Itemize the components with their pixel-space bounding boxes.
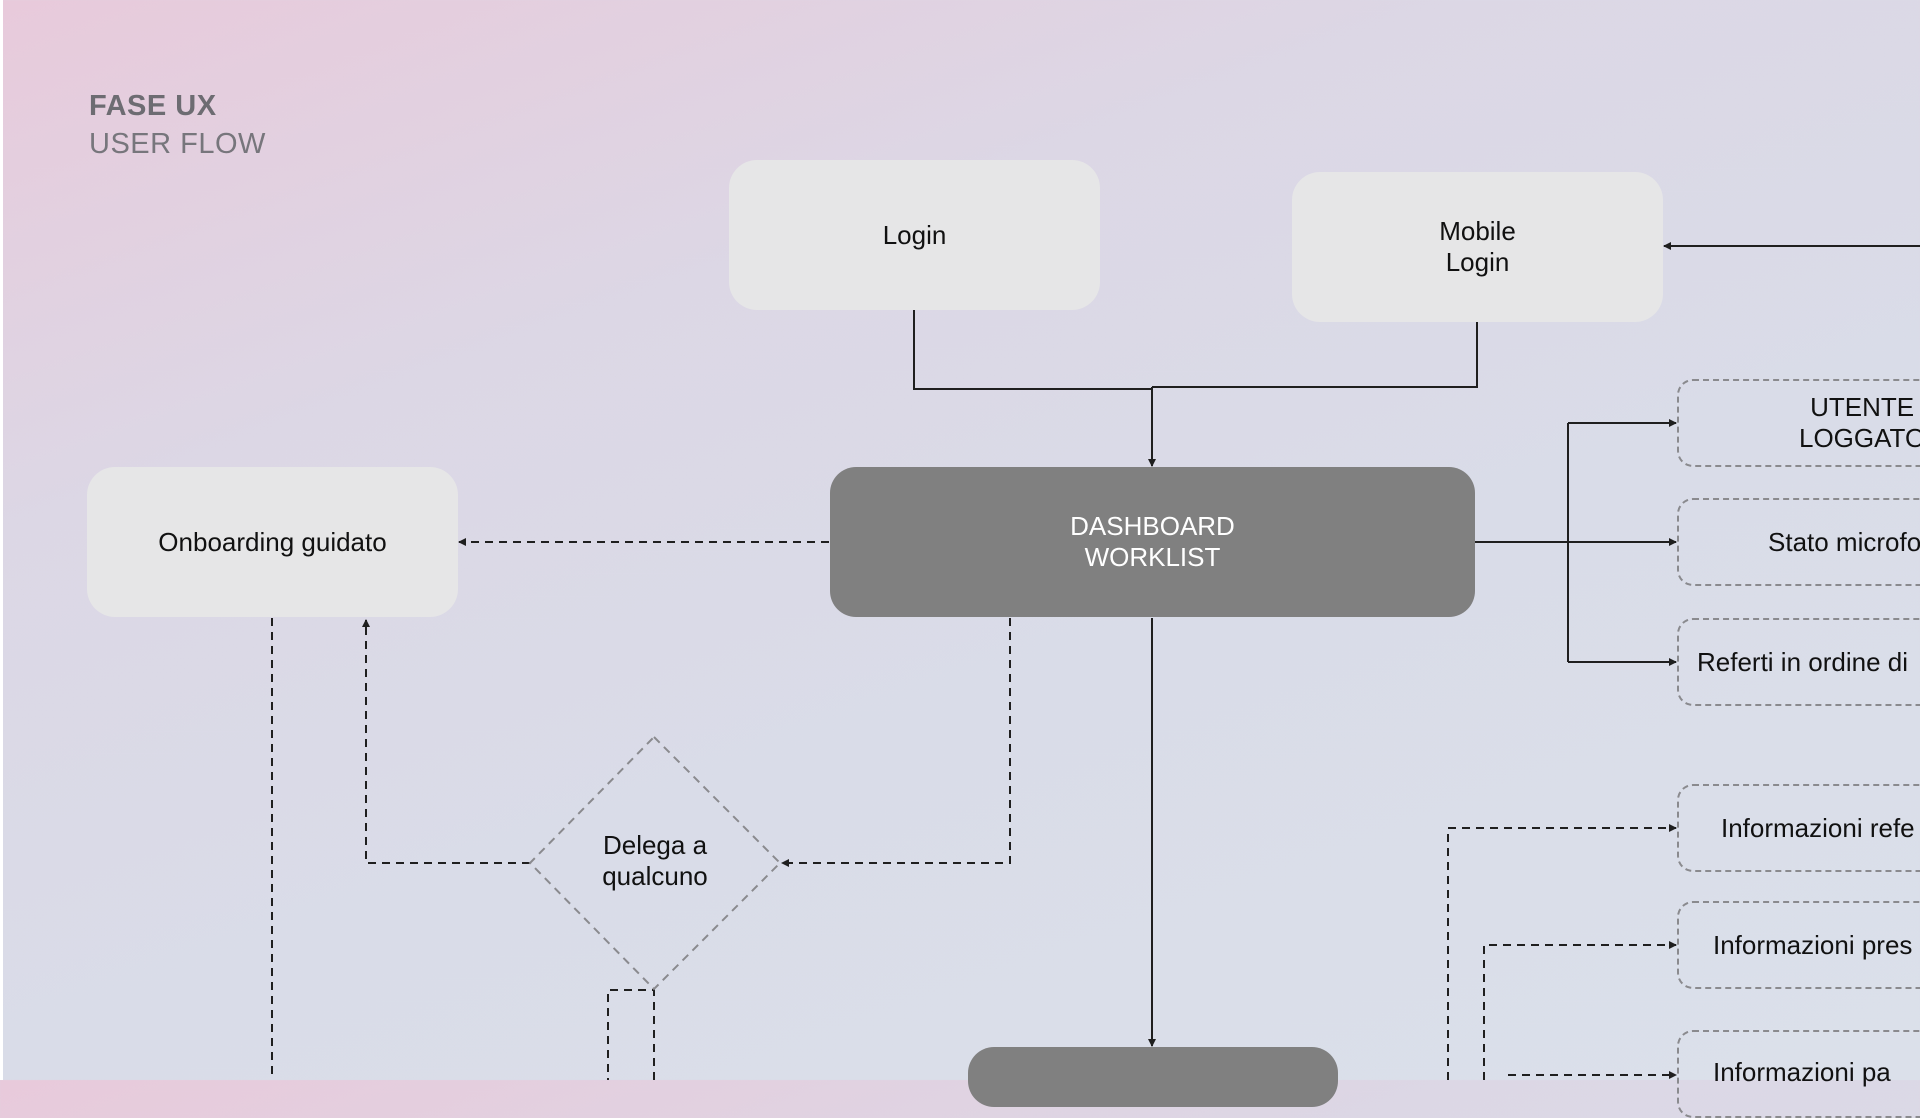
connector-delega-loop	[607, 989, 655, 1080]
page-title: FASE UX	[89, 90, 217, 122]
connector-login-dashboard	[913, 310, 1152, 390]
referti-label: Referti in ordine di	[1697, 646, 1908, 677]
connector-delega-onboarding	[362, 619, 530, 864]
connector-info-pres	[1483, 941, 1677, 1080]
delega-label: Delega a qualcuno	[602, 830, 708, 891]
page-subtitle: USER FLOW	[89, 128, 266, 160]
info-refe-label: Informazioni refe	[1721, 812, 1915, 843]
page-header: FASE UX USER FLOW	[89, 88, 266, 164]
mobile-login-node[interactable]: Mobile Login	[1292, 172, 1663, 322]
stato-node[interactable]: Stato microfo	[1677, 498, 1920, 586]
onboarding-node[interactable]: Onboarding guidato	[87, 467, 458, 617]
referti-node[interactable]: Referti in ordine di	[1677, 618, 1920, 706]
dashboard-label: DASHBOARD WORKLIST	[1070, 511, 1235, 572]
utente-node[interactable]: UTENTE LOGGATO	[1677, 379, 1920, 467]
login-node[interactable]: Login	[729, 160, 1100, 310]
connector-info-refe	[1447, 824, 1677, 1080]
info-pres-node[interactable]: Informazioni pres	[1677, 901, 1920, 989]
decision-diamond	[528, 735, 782, 991]
mobile-login-label: Mobile Login	[1439, 216, 1516, 277]
bottom-node[interactable]	[968, 1047, 1338, 1107]
dashboard-node[interactable]: DASHBOARD WORKLIST	[830, 467, 1475, 617]
connector-mobile-dashboard	[1152, 322, 1478, 388]
onboarding-label: Onboarding guidato	[158, 526, 387, 557]
info-pa-node[interactable]: Informazioni pa	[1677, 1030, 1920, 1118]
utente-label: UTENTE LOGGATO	[1799, 392, 1920, 453]
login-label: Login	[882, 219, 947, 250]
stato-label: Stato microfo	[1768, 526, 1920, 557]
canvas-left-edge	[0, 0, 3, 1080]
flow-connectors	[271, 242, 1920, 1080]
info-refe-node[interactable]: Informazioni refe	[1677, 784, 1920, 872]
connector-dashboard-delega	[781, 618, 1011, 867]
info-pa-label: Informazioni pa	[1713, 1057, 1891, 1087]
info-pres-label: Informazioni pres	[1713, 929, 1913, 960]
